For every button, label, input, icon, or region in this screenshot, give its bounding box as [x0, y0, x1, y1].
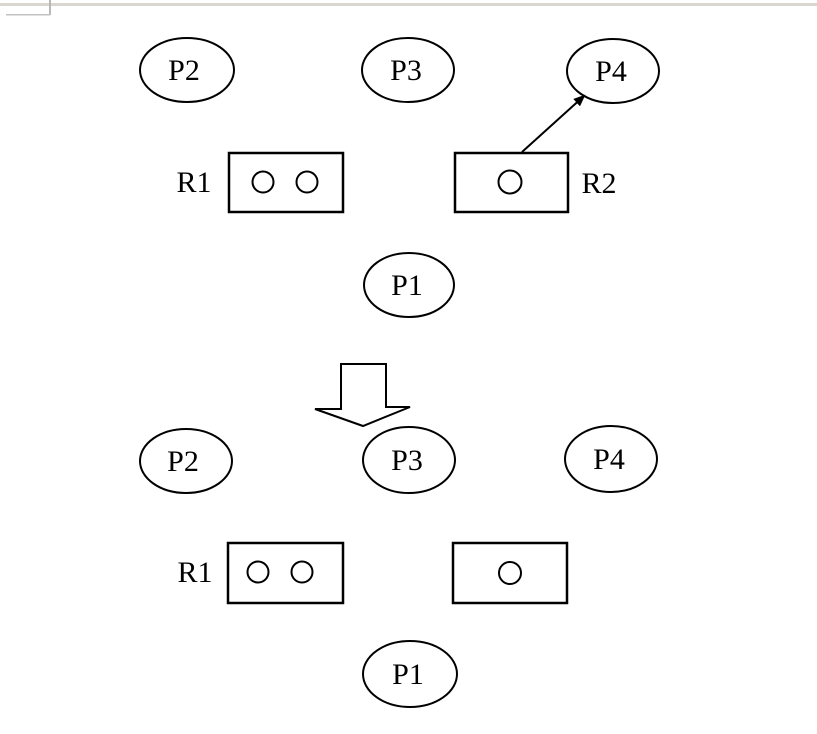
top-process-p2-ellipse [139, 37, 235, 103]
table-gridline-vertical [49, 0, 51, 15]
top-process-p4-label: P4 [595, 55, 627, 88]
table-gridline-horizontal-short [6, 14, 50, 16]
bottom-process-p3-label: P3 [391, 444, 423, 477]
bottom-process-p1-ellipse [362, 640, 458, 708]
top-r2-instance-dot [497, 169, 523, 195]
top-process-p1-ellipse [363, 252, 455, 318]
bottom-process-p3-ellipse [362, 426, 456, 494]
bottom-diagram: P2 P3 P4 R1 P1 [139, 425, 658, 708]
bottom-resource-r1-rect [226, 541, 345, 605]
bottom-process-p4-ellipse [564, 425, 658, 493]
top-process-p4-ellipse [566, 38, 660, 104]
table-gridline-horizontal-band [0, 3, 817, 6]
bottom-r1-instance-dot-2 [290, 560, 314, 584]
assignment-arrow-r2-to-p4 [521, 94, 586, 153]
top-process-p1-label: P1 [391, 269, 423, 302]
bottom-r1-instance-dot-1 [246, 560, 270, 584]
top-r1-instance-dot-1 [251, 170, 275, 194]
top-resource-r1-label: R1 [176, 166, 211, 199]
bottom-resource-r1-label: R1 [177, 556, 212, 589]
top-resource-r1-rect [227, 151, 345, 214]
transition-down-arrow [314, 363, 411, 428]
top-process-p2-label: P2 [168, 54, 200, 87]
top-resource-r2-label: R2 [581, 167, 616, 200]
top-process-p3-ellipse [361, 37, 455, 103]
bottom-process-p1-label: P1 [392, 658, 424, 691]
bottom-process-p4-label: P4 [593, 443, 625, 476]
top-r1-instance-dot-2 [295, 170, 319, 194]
top-diagram: P2 P3 P4 R1 R2 P1 [139, 37, 660, 318]
bottom-process-p2-ellipse [139, 428, 233, 494]
top-process-p3-label: P3 [390, 54, 422, 87]
bottom-process-p2-label: P2 [167, 445, 199, 478]
bottom-unlabeled-instance-dot [498, 561, 522, 585]
